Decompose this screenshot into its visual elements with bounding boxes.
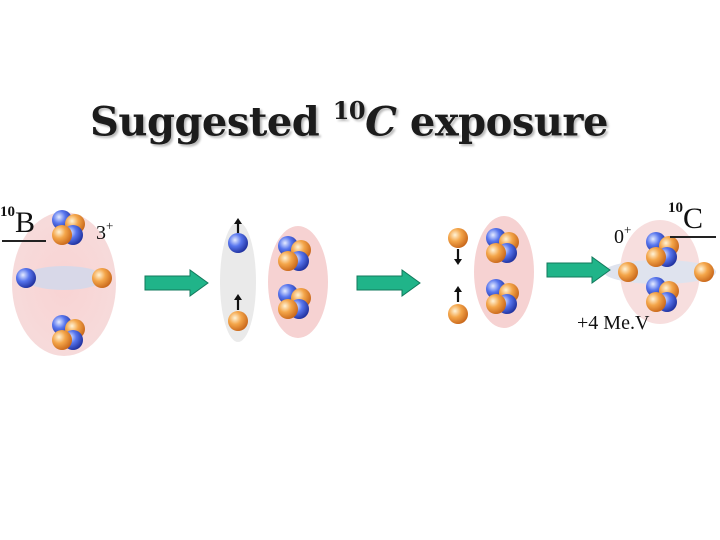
proton: [228, 311, 248, 331]
energy-label: +4 Me.V: [577, 312, 650, 334]
final-spin-parity: 0+: [614, 222, 632, 248]
initial-spin-parity: 3+: [96, 218, 114, 244]
spin-arrowhead: [234, 294, 242, 300]
neutron: [16, 268, 36, 288]
proton: [52, 225, 72, 245]
proton: [92, 268, 112, 288]
final-nucleus-underline: [670, 236, 716, 238]
spin-arrowhead: [454, 259, 462, 265]
transition-arrow: [546, 256, 611, 284]
initial-nucleus-label: 10B: [0, 204, 36, 239]
proton: [448, 228, 468, 248]
proton: [646, 247, 666, 267]
transition-arrow: [356, 269, 421, 297]
proton: [278, 299, 298, 319]
proton: [278, 251, 298, 271]
transition-arrow: [144, 269, 209, 297]
proton: [52, 330, 72, 350]
page-title: Suggested 10C exposure: [90, 96, 608, 146]
proton: [694, 262, 714, 282]
spin-arrowhead: [454, 286, 462, 292]
initial-nucleus-underline: [2, 240, 46, 242]
proton: [646, 292, 666, 312]
pair-halo: [24, 266, 104, 290]
title-isotope: C: [365, 98, 397, 146]
neutron: [228, 233, 248, 253]
spin-arrowhead: [234, 218, 242, 224]
proton: [486, 243, 506, 263]
pair-halo: [220, 222, 256, 342]
proton: [618, 262, 638, 282]
proton: [486, 294, 506, 314]
proton: [448, 304, 468, 324]
final-nucleus-label: 10C: [668, 200, 704, 235]
title-mass-number: 10: [332, 96, 366, 125]
